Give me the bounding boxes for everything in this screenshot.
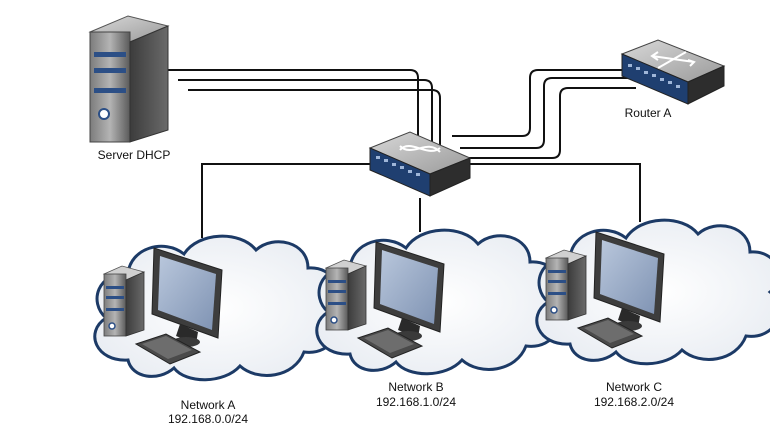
network-a-name: Network A [180,398,236,412]
router-icon [620,39,726,105]
network-b-cloud-icon [315,228,561,376]
network-a-cloud-icon [93,234,339,382]
switch-icon [368,131,472,197]
server-switch-links [168,69,441,148]
server-dhcp-icon [88,15,170,143]
server-label: Server DHCP [97,148,171,162]
switch-router-links [452,69,636,159]
switch-network-links [201,163,641,238]
network-c-cloud-icon [535,218,770,366]
network-c-name: Network C [605,380,662,394]
network-b-name: Network B [388,380,444,394]
router-label: Router A [624,106,672,120]
network-b-subnet: 192.168.1.0/24 [375,395,457,409]
network-c-subnet: 192.168.2.0/24 [593,395,675,409]
network-a-subnet: 192.168.0.0/24 [167,412,249,426]
